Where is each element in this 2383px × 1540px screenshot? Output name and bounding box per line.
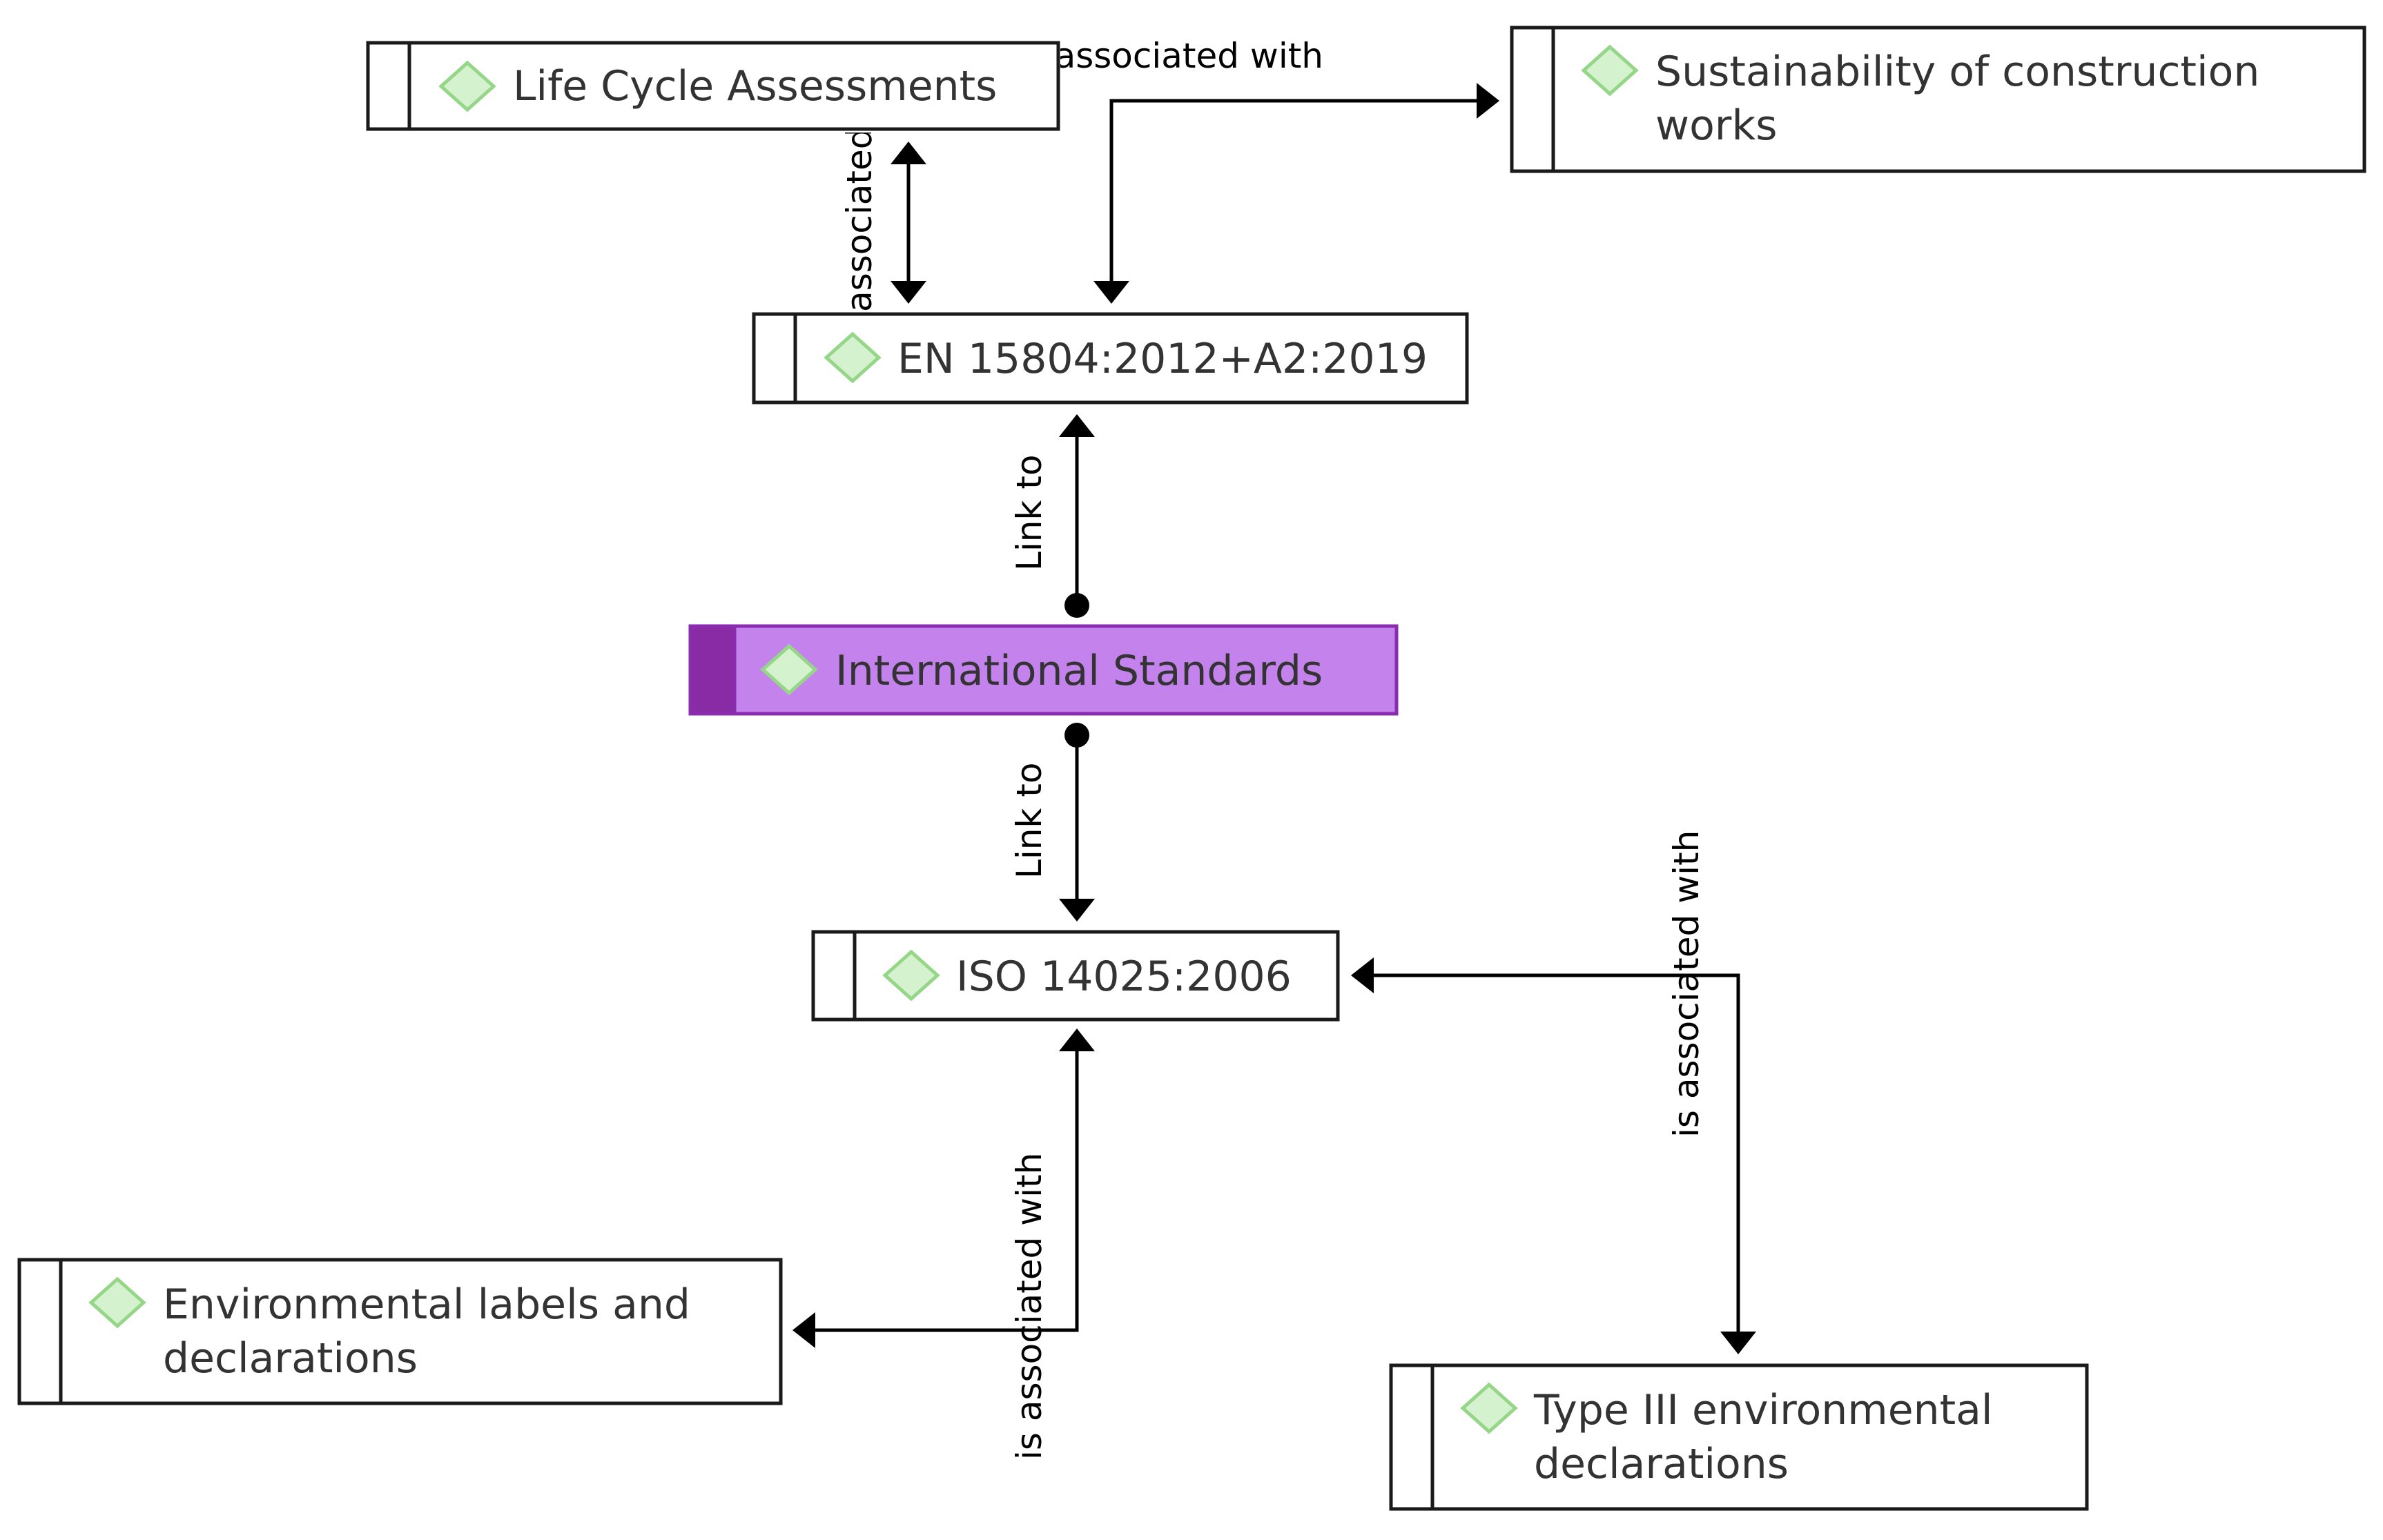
node-strip — [366, 41, 411, 131]
diamond-icon — [1581, 44, 1639, 97]
diamond-icon — [882, 949, 940, 1002]
node-label-line-1: Type III environmental — [1533, 1386, 1993, 1434]
node-sustainability-of-construction-works[interactable]: Sustainability of construction works — [1510, 26, 2366, 173]
node-en-15804[interactable]: EN 15804:2012+A2:2019 — [752, 312, 1469, 405]
node-international-standards[interactable]: International Standards — [688, 624, 1399, 716]
arrowhead-icon — [1059, 1029, 1095, 1051]
node-label: Life Cycle Assessments — [513, 62, 997, 110]
node-label: International Standards — [835, 647, 1323, 695]
diamond-icon — [760, 643, 818, 696]
edge-label-iso14025-type3: is associated with — [1666, 830, 1706, 1138]
edge-label-international-en15804: Link to — [1009, 455, 1049, 571]
node-strip — [17, 1258, 63, 1405]
edge-iso14025-type3[interactable]: is associated with — [1351, 830, 1756, 1354]
node-strip — [688, 624, 737, 716]
edge-label-sustainability-en15804: is associated with — [1016, 36, 1323, 76]
edge-international-iso14025[interactable]: Link to — [1009, 723, 1095, 922]
arrowhead-icon — [1720, 1332, 1756, 1354]
edge-iso14025-envlabels[interactable]: is associated with — [792, 1029, 1095, 1460]
diamond-icon — [88, 1276, 146, 1329]
edge-sustainability-en15804[interactable]: is associated with — [1016, 36, 1499, 304]
diamond-icon — [824, 331, 882, 384]
node-strip — [1389, 1363, 1434, 1511]
node-iso-14025[interactable]: ISO 14025:2006 — [811, 930, 1340, 1022]
node-box — [1389, 1363, 2089, 1511]
node-label-line-1: Environmental labels and — [163, 1280, 690, 1329]
edge-label-lca-en15804: associated with — [839, 43, 879, 312]
node-label-line-2: declarations — [1534, 1440, 1789, 1488]
edge-international-en15804[interactable]: Link to — [1009, 414, 1095, 618]
connector-dot — [1064, 723, 1089, 748]
node-strip — [752, 312, 797, 405]
arrowhead-icon — [1093, 281, 1129, 304]
node-environmental-labels-and-declarations[interactable]: Environmental labels and declarations — [17, 1258, 783, 1405]
node-label: ISO 14025:2006 — [956, 953, 1292, 1001]
node-strip — [1510, 26, 1555, 173]
node-label-line-2: declarations — [163, 1334, 418, 1383]
node-label-line-1: Sustainability of construction — [1655, 48, 2259, 96]
edge-label-international-iso14025: Link to — [1009, 763, 1049, 879]
node-label: EN 15804:2012+A2:2019 — [897, 335, 1428, 383]
arrowhead-icon — [1059, 899, 1095, 922]
node-life-cycle-assessments[interactable]: Life Cycle Assessments — [366, 41, 1060, 131]
arrowhead-icon — [891, 281, 926, 304]
arrowhead-icon — [1477, 83, 1499, 119]
connector-dot — [1064, 593, 1089, 618]
node-label-line-2: works — [1655, 101, 1777, 150]
node-type-iii-environmental-declarations[interactable]: Type III environmental declarations — [1389, 1363, 2089, 1511]
edge-label-iso14025-envlabels: is associated with — [1009, 1153, 1049, 1460]
diamond-icon — [438, 60, 496, 113]
arrowhead-icon — [891, 142, 926, 164]
arrowhead-icon — [1351, 957, 1374, 993]
arrowhead-icon — [1059, 414, 1095, 437]
node-strip — [811, 930, 857, 1022]
diamond-icon — [1460, 1382, 1518, 1434]
edge-lca-en15804[interactable]: associated with — [839, 43, 926, 312]
node-box — [17, 1258, 783, 1405]
arrowhead-icon — [792, 1312, 815, 1348]
